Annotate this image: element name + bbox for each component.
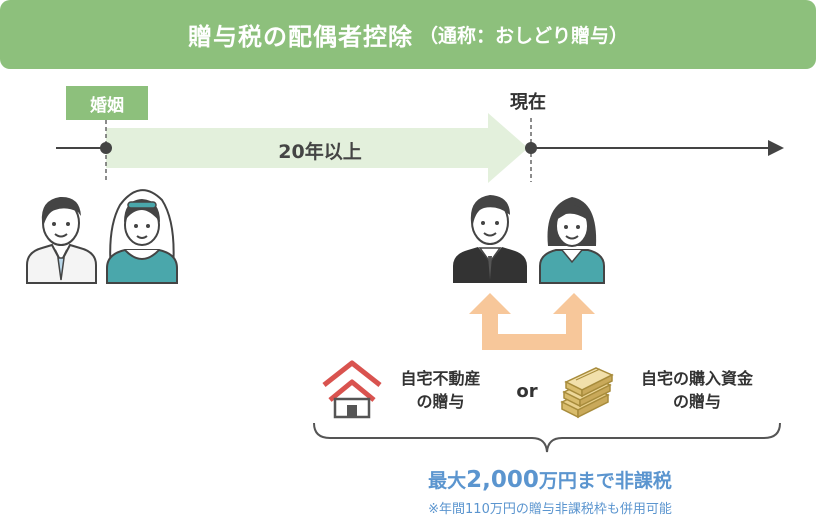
- page-subtitle: （通称：おしどり贈与）: [418, 25, 628, 47]
- now-dot: [525, 142, 537, 154]
- page-title: 贈与税の配偶者控除: [187, 23, 413, 51]
- headline-amount: 2,000: [466, 467, 539, 493]
- headline-prefix: 最大: [428, 470, 467, 492]
- cash-gift-label: 自宅の購入資金 の贈与: [612, 367, 782, 413]
- timeline-arrowhead: [768, 140, 784, 156]
- bride-icon: [106, 189, 178, 284]
- tax-exemption-headline: 最大2,000万円まで非課税: [320, 466, 780, 493]
- gift-flow-arrow: [469, 293, 595, 350]
- title-bar: 贈与税の配偶者控除 （通称：おしどり贈与）: [0, 0, 816, 69]
- duration-arrow: [106, 113, 528, 183]
- footnote: ※年間110万円の贈与非課税枠も併用可能: [428, 502, 672, 517]
- house-icon: [322, 360, 382, 419]
- summary-brace: [313, 422, 781, 453]
- now-label: 現在: [510, 92, 546, 113]
- marriage-dot: [100, 142, 112, 154]
- money-stack-icon: [560, 367, 614, 419]
- house-gift-line1: 自宅不動産: [400, 369, 481, 388]
- duration-label: 20年以上: [278, 141, 362, 163]
- marriage-label: 婚姻: [66, 86, 148, 120]
- wife-icon: [539, 197, 605, 284]
- husband-icon: [453, 195, 527, 283]
- house-gift-line2: の贈与: [416, 392, 465, 411]
- cash-gift-line1: 自宅の購入資金: [640, 369, 753, 388]
- or-label: or: [516, 381, 538, 402]
- headline-suffix: 万円まで非課税: [538, 470, 672, 492]
- cash-gift-line2: の贈与: [672, 392, 721, 411]
- groom-icon: [26, 196, 97, 284]
- house-gift-label: 自宅不動産 の贈与: [378, 367, 503, 413]
